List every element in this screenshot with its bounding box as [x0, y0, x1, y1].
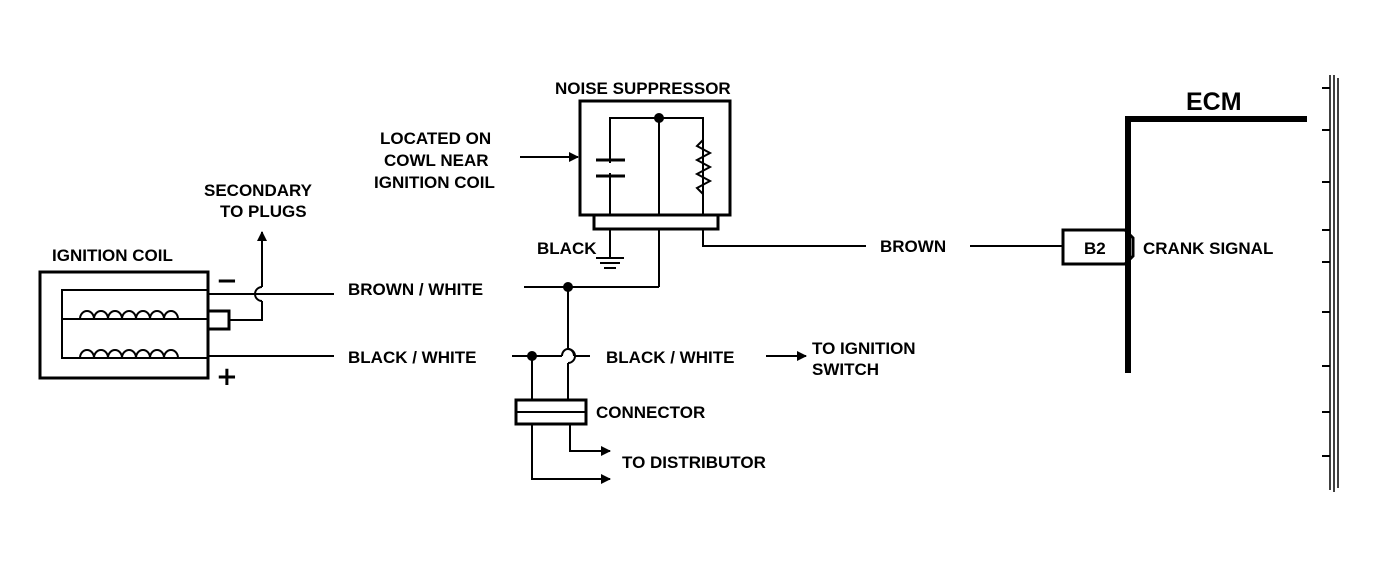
ground-symbol [596, 229, 624, 269]
ecm-outline [1125, 116, 1307, 373]
black-white-right-label: BLACK / WHITE [606, 348, 734, 367]
connector-label: CONNECTOR [596, 403, 705, 422]
secondary-label-line2: TO PLUGS [220, 202, 307, 221]
coil-secondary-terminal [206, 309, 231, 331]
secondary-label-line1: SECONDARY [204, 181, 313, 200]
suppressor-junction [654, 113, 664, 123]
brown-white-down-hop [567, 348, 576, 364]
coil-winding-lower [79, 349, 179, 359]
coil-winding-upper [79, 310, 179, 320]
page-edge-marks [1322, 75, 1339, 492]
coil-positive-sign: + [216, 362, 238, 392]
terminal-b2-label: B2 [1084, 239, 1106, 258]
ecm-label: ECM [1186, 88, 1242, 116]
located-label-line1: LOCATED ON [380, 129, 491, 148]
to-distributor-lead-lower [531, 424, 611, 484]
resistor [694, 139, 713, 195]
to-distributor-lead-upper [569, 424, 611, 456]
secondary-to-plugs-wire [229, 301, 263, 321]
located-label-line3: IGNITION COIL [374, 173, 495, 192]
noise-suppressor-label: NOISE SUPPRESSOR [555, 79, 731, 98]
noise-suppressor [578, 99, 732, 231]
located-label-line2: COWL NEAR [384, 151, 489, 170]
black-white-left-label: BLACK / WHITE [348, 348, 476, 367]
to-ignition-label-line2: SWITCH [812, 360, 879, 379]
coil-negative-sign: − [216, 266, 238, 296]
black-wire-label: BLACK [537, 239, 597, 258]
to-distributor-label: TO DISTRIBUTOR [622, 453, 766, 472]
brown-wire-label: BROWN [880, 237, 946, 256]
ecm-terminal-b2 [1061, 228, 1135, 266]
brown-wire-left [702, 229, 866, 247]
ignition-coil [38, 270, 231, 380]
crank-signal-label: CRANK SIGNAL [1143, 239, 1273, 258]
ignition-coil-label: IGNITION COIL [52, 246, 173, 265]
to-ignition-label-line1: TO IGNITION [812, 339, 916, 358]
brown-white-label: BROWN / WHITE [348, 280, 483, 299]
